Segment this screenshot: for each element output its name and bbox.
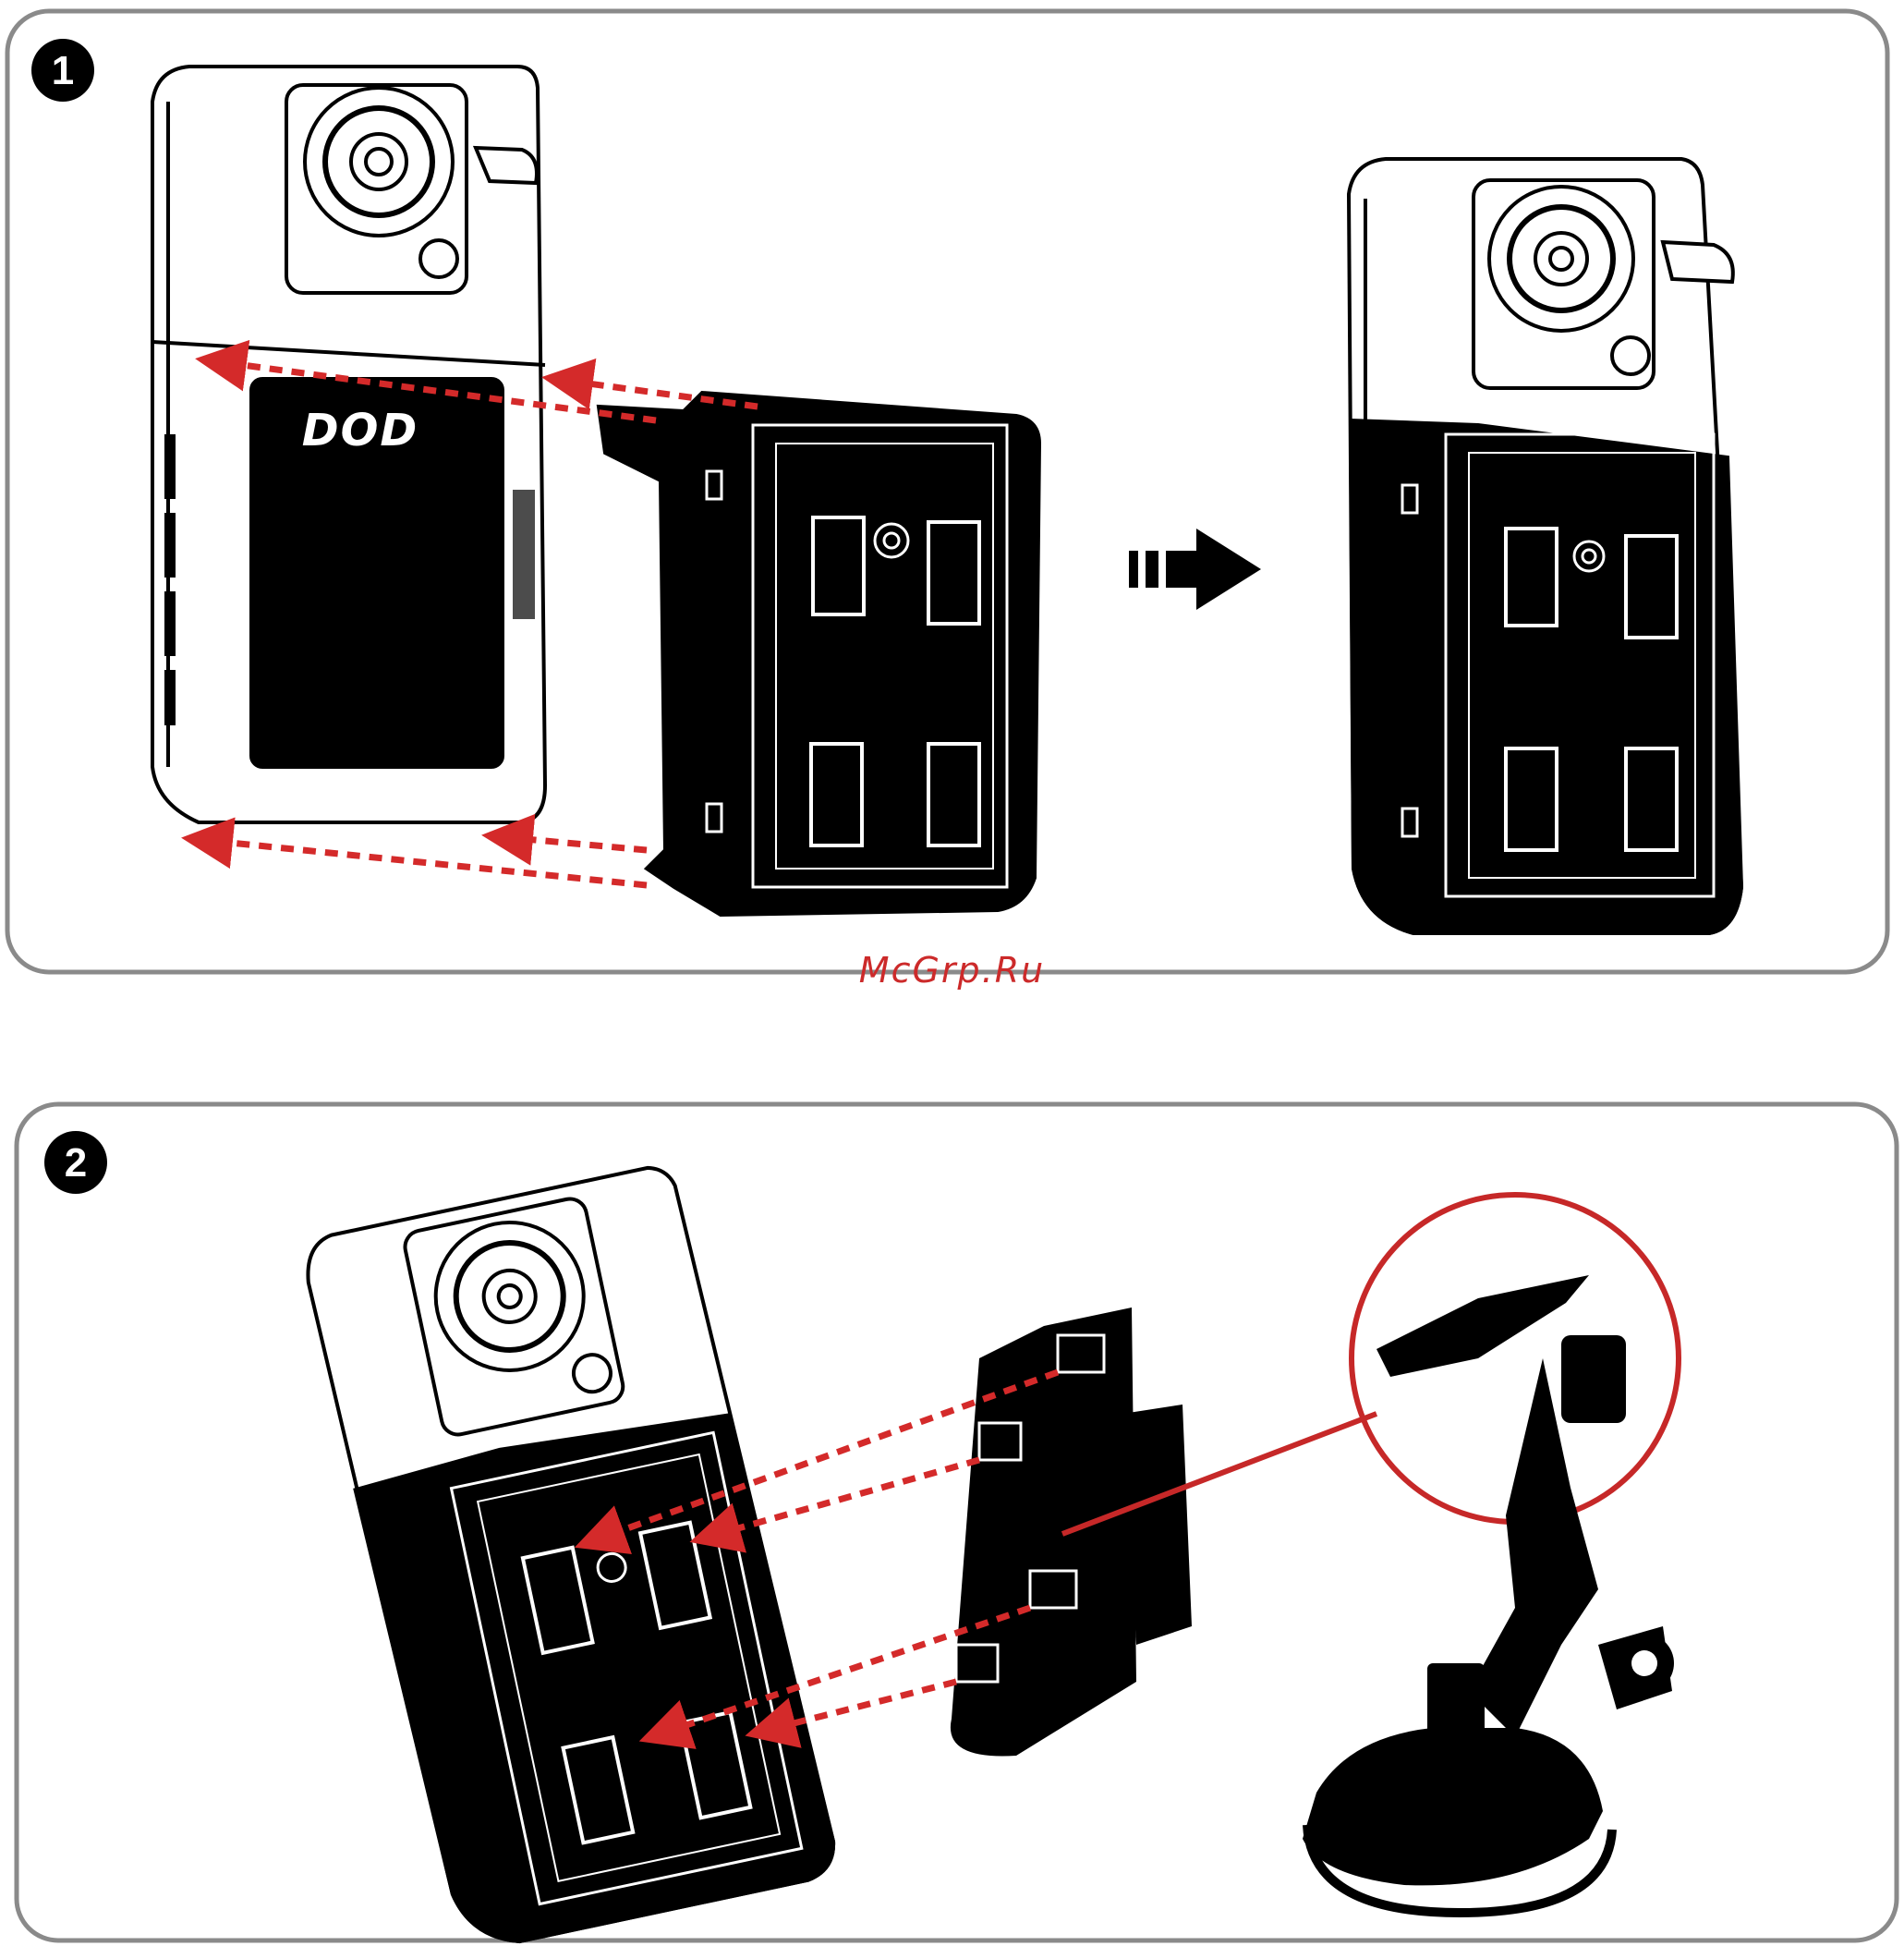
- watermark-text: McGrp.Ru: [0, 950, 1904, 991]
- brand-logo: DOD: [302, 405, 419, 456]
- camera-front-view: DOD: [152, 67, 545, 822]
- mount-bracket: [599, 393, 1039, 915]
- camera-with-bracket: [1349, 159, 1741, 933]
- step-1-number: 1: [52, 48, 74, 93]
- step-1-panel: 1 DOD: [7, 11, 1887, 972]
- step-2-number: 2: [65, 1140, 87, 1186]
- step-2-badge: 2: [44, 1131, 107, 1194]
- step-2-panel: 2: [17, 1104, 1897, 1946]
- step-1-badge: 1: [31, 39, 94, 102]
